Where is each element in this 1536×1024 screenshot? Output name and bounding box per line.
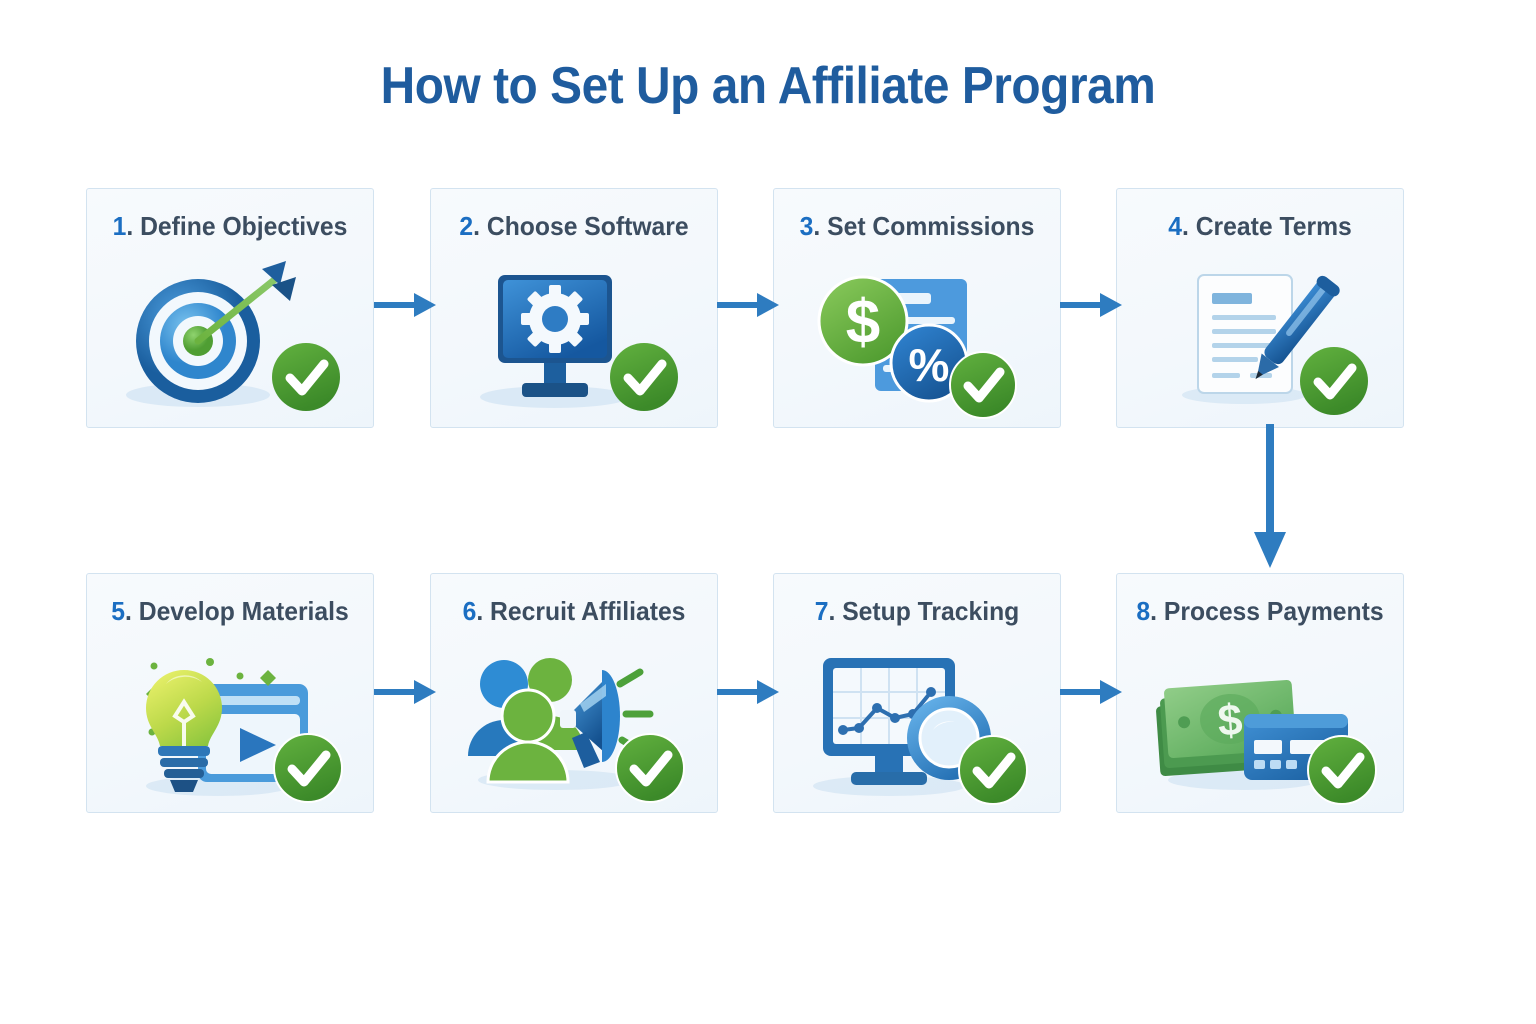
step-1-title: 1. Define Objectives: [94, 211, 366, 242]
step-8-separator: .: [1150, 596, 1158, 626]
step-2-title: 2. Choose Software: [438, 211, 710, 242]
step-5-separator: .: [124, 596, 132, 626]
step-card-7[interactable]: 7. Setup Tracking: [773, 573, 1061, 813]
step-3-title: 3. Set Commissions: [781, 211, 1053, 242]
green-check-icon: [273, 733, 343, 803]
step-card-1[interactable]: 1. Define Objectives: [86, 188, 374, 428]
cash-creditcard-icon: $: [1156, 679, 1377, 805]
monitor-chart-magnifier-icon: [813, 658, 1028, 805]
step-8-icon-area: $: [1117, 640, 1403, 812]
green-check-icon: [958, 735, 1028, 805]
step-8-label: Process Payments: [1163, 596, 1384, 626]
step-7-number: 7: [814, 596, 829, 626]
green-check-icon: [1307, 735, 1377, 805]
step-7-separator: .: [828, 596, 836, 626]
green-check-icon: [272, 343, 340, 411]
step-3-label: Set Commissions: [827, 211, 1035, 241]
step-6-title: 6. Recruit Affiliates: [438, 596, 710, 627]
step-3-number: 3: [799, 211, 814, 241]
green-check-icon: [610, 343, 678, 411]
step-4-icon-area: [1117, 255, 1403, 427]
step-2-separator: .: [473, 211, 480, 241]
arrow-step5-to-step6: [374, 675, 438, 709]
arrow-step6-to-step7: [717, 675, 781, 709]
target-arrow-icon: [126, 261, 340, 411]
step-7-title: 7. Setup Tracking: [781, 596, 1053, 627]
step-6-icon-area: [431, 640, 717, 812]
svg-text:$: $: [1216, 695, 1244, 746]
green-check-icon: [949, 351, 1017, 419]
arrow-step1-to-step2: [374, 288, 438, 322]
arrow-step4-to-step8: [1248, 424, 1292, 570]
svg-text:$: $: [846, 288, 880, 357]
page-title: How to Set Up an Affiliate Program: [380, 57, 1156, 115]
step-6-label: Recruit Affiliates: [490, 596, 686, 626]
step-4-number: 4: [1168, 211, 1182, 241]
step-5-label: Develop Materials: [138, 596, 349, 626]
step-4-title: 4. Create Terms: [1124, 211, 1396, 242]
document-pen-icon: [1182, 274, 1368, 415]
step-5-title: 5. Develop Materials: [94, 596, 366, 627]
step-1-separator: .: [126, 211, 134, 241]
step-4-label: Create Terms: [1195, 211, 1352, 241]
step-6-separator: .: [476, 596, 484, 626]
step-7-icon-area: [774, 640, 1060, 812]
step-2-icon-area: [431, 255, 717, 427]
step-card-8[interactable]: 8. Process Payments: [1116, 573, 1404, 813]
step-7-label: Setup Tracking: [842, 596, 1020, 626]
green-check-icon: [1300, 347, 1368, 415]
arrow-step2-to-step3: [717, 288, 781, 322]
arrow-step3-to-step4: [1060, 288, 1124, 322]
step-card-6[interactable]: 6. Recruit Affiliates: [430, 573, 718, 813]
step-3-separator: .: [813, 211, 821, 241]
step-1-number: 1: [112, 211, 127, 241]
green-check-icon: [615, 733, 685, 803]
monitor-gear-icon: [480, 275, 678, 411]
step-3-icon-area: $ %: [774, 255, 1060, 427]
step-card-3[interactable]: 3. Set Commissions: [773, 188, 1061, 428]
step-card-2[interactable]: 2. Choose Software: [430, 188, 718, 428]
step-2-number: 2: [459, 211, 474, 241]
step-5-icon-area: [87, 640, 373, 812]
step-6-number: 6: [462, 596, 477, 626]
svg-text:%: %: [909, 339, 950, 391]
dollar-percent-document-icon: $ %: [817, 275, 1017, 419]
step-4-separator: .: [1181, 211, 1189, 241]
step-card-5[interactable]: 5. Develop Materials: [86, 573, 374, 813]
step-2-label: Choose Software: [486, 211, 689, 241]
arrow-step7-to-step8: [1060, 675, 1124, 709]
step-1-label: Define Objectives: [140, 211, 348, 241]
step-card-4[interactable]: 4. Create Terms: [1116, 188, 1404, 428]
step-8-number: 8: [1136, 596, 1151, 626]
lightbulb-media-icon: [146, 658, 343, 803]
people-megaphone-icon: [468, 658, 685, 803]
step-8-title: 8. Process Payments: [1124, 596, 1396, 627]
step-5-number: 5: [111, 596, 125, 626]
step-1-icon-area: [87, 255, 373, 427]
